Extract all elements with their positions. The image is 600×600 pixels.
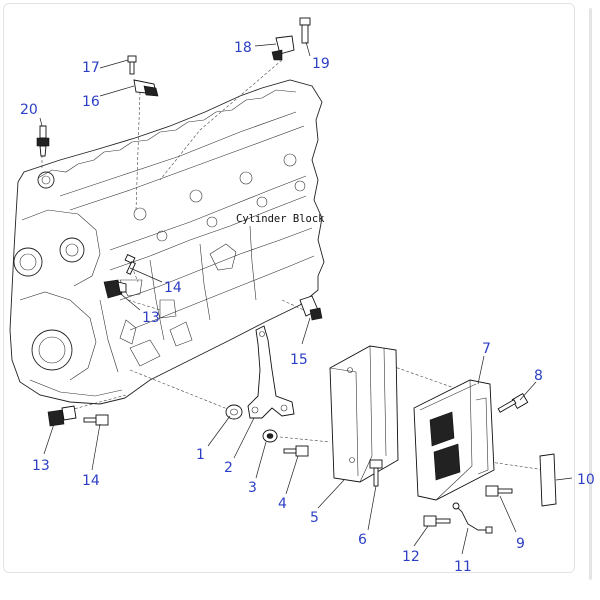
callout-19: 19: [312, 56, 330, 72]
part-5-plate: [329, 345, 399, 483]
callout-17: 17: [82, 60, 100, 76]
callout-16: 16: [82, 94, 100, 110]
part-1-washer: [225, 404, 243, 420]
callout-9: 9: [516, 536, 525, 552]
part-18-sensor: [271, 35, 295, 61]
part-14-bolt-lower: [83, 414, 109, 426]
part-10-label: [539, 453, 557, 507]
leader-lines: [39, 41, 573, 555]
part-7-ecu: [413, 379, 495, 501]
callout-12: 12: [402, 549, 420, 565]
callout-14-upper: 14: [164, 280, 182, 296]
callout-8: 8: [534, 368, 543, 384]
part-8-bolt: [497, 393, 529, 413]
callout-6: 6: [358, 532, 367, 548]
callout-3: 3: [248, 480, 257, 496]
callout-2: 2: [224, 460, 233, 476]
vertical-scrollbar[interactable]: [589, 8, 592, 580]
part-20-plug: [36, 125, 50, 157]
parts: [36, 17, 557, 534]
callout-14-lower: 14: [82, 473, 100, 489]
part-12-bolt: [423, 515, 451, 527]
part-11-wire: [452, 502, 493, 534]
callout-18: 18: [234, 40, 252, 56]
callout-5: 5: [310, 510, 319, 526]
part-9-bolt: [485, 485, 513, 497]
explode-guide-lines: [41, 59, 546, 471]
part-15-sensor: [299, 295, 323, 321]
callout-numbers: 1 2 3 4 5 6 7 8 9 10 11 12 13 13 14 14 1…: [20, 40, 595, 575]
callout-15: 15: [290, 352, 308, 368]
callout-13-lower: 13: [32, 458, 50, 474]
callout-11: 11: [454, 559, 472, 575]
callout-7: 7: [482, 341, 491, 357]
callout-4: 4: [278, 496, 287, 512]
cylinder-block-label: Cylinder Block: [236, 213, 325, 225]
part-16-sensor: [133, 79, 159, 97]
callout-20: 20: [20, 102, 38, 118]
part-2-bracket: [247, 325, 295, 419]
part-14-bolt-upper: [124, 253, 136, 275]
callout-1: 1: [196, 447, 205, 463]
callout-10: 10: [577, 472, 595, 488]
diagram-frame: [3, 3, 575, 573]
part-17-bolt: [127, 55, 137, 75]
cylinder-block-drawing: Cylinder Block: [9, 79, 325, 405]
part-19-bolt: [299, 17, 311, 44]
part-13-sensor-lower: [47, 405, 77, 427]
callout-13-upper: 13: [142, 310, 160, 326]
part-3-grommet: [262, 429, 278, 443]
part-4-bolt: [283, 445, 309, 457]
part-13-sensor-upper: [103, 279, 127, 299]
